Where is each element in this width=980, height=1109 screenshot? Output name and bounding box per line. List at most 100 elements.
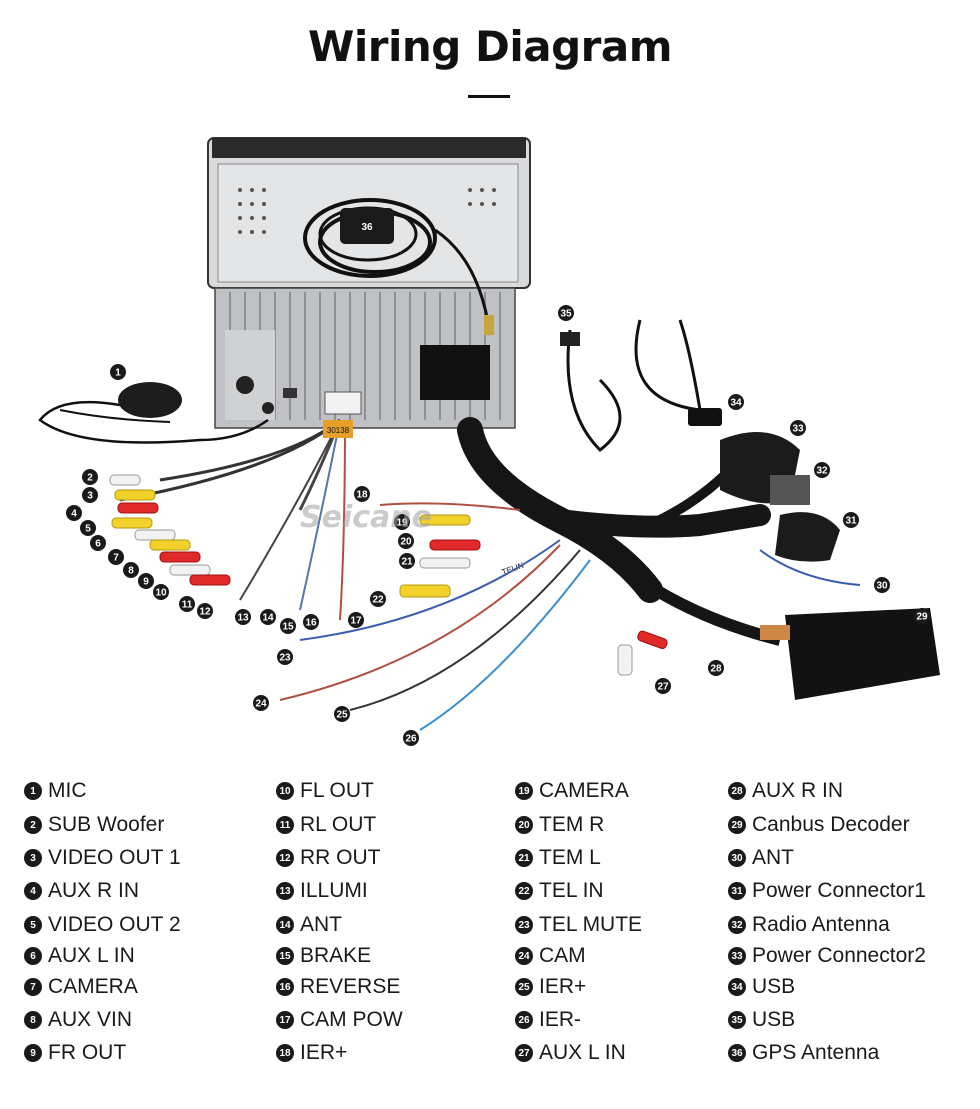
callout-marker [82,487,98,503]
legend-number: 2 [24,816,42,834]
callout-number: 22 [372,595,384,606]
legend-number: 10 [276,782,294,800]
callout-12: 12 [197,603,213,619]
callout-27: 27 [655,678,671,694]
legend-label: FL OUT [300,779,374,802]
callout-marker [235,609,251,625]
legend-label: AUX R IN [752,779,844,802]
legend-label: FR OUT [48,1041,127,1064]
mic [38,382,269,444]
legend-label: ILLUMI [300,879,368,902]
legend-label: AUX L IN [539,1041,626,1064]
callout-13: 13 [235,609,251,625]
callout-22: 22 [370,591,386,607]
callout-15: 15 [280,618,296,634]
head-unit [207,137,531,429]
callout-number: 21 [401,557,413,568]
legend-item: 28 AUX R IN [728,778,843,804]
legend-item: 10 FL OUT [276,778,374,804]
legend-number: 29 [728,816,746,834]
legend-label: USB [752,975,796,998]
callout-number: 33 [792,424,804,435]
usb-cables [560,319,722,452]
callout-marker [110,364,126,380]
legend-item: 27 AUX L IN [515,1040,626,1066]
legend-label: CAMERA [539,779,629,802]
callout-marker [403,730,419,746]
callout-17: 17 [348,612,364,628]
callout-number: 9 [143,577,149,588]
callout-marker [66,505,82,521]
callout-30: 30 [874,577,890,593]
callout-marker [334,706,350,722]
loose-wires [279,502,861,731]
callout-4: 4 [66,505,82,521]
callout-7: 7 [108,549,124,565]
callout-marker [814,462,830,478]
callout-35: 35 [558,305,574,321]
callout-marker [558,305,574,321]
page-title: Wiring Diagram [308,22,672,71]
callout-marker [370,591,386,607]
callout-marker [398,533,414,549]
callout-number: 10 [155,588,167,599]
callout-number: 25 [336,710,348,721]
gps-antenna: 36 [303,198,494,336]
legend-number: 31 [728,882,746,900]
callout-3: 3 [82,487,98,503]
legend-label: CAMERA [48,975,138,998]
callout-2: 2 [82,469,98,485]
legend-number: 25 [515,978,533,996]
callout-marker [138,573,154,589]
canbus-decoder [760,608,940,700]
callout-marker [260,609,276,625]
legend-label: TEL IN [539,879,604,902]
legend-number: 7 [24,978,42,996]
legend-label: TEM R [539,813,605,836]
callout-marker [253,695,269,711]
legend-number: 28 [728,782,746,800]
callout-34: 34 [728,394,744,410]
title-underline [468,95,510,98]
legend-number: 11 [276,816,294,834]
legend-number: 18 [276,1044,294,1062]
legend-label: Radio Antenna [752,913,890,936]
callout-number: 4 [71,509,77,520]
callout-number: 17 [350,616,362,627]
callout-number: 35 [560,309,572,320]
legend-number: 24 [515,947,533,965]
callout-number: 23 [279,653,291,664]
watermark: Seicane [300,500,432,535]
callout-marker [874,577,890,593]
legend-label: TEM L [539,846,601,869]
legend-number: 27 [515,1044,533,1062]
legend-number: 13 [276,882,294,900]
callout-number: 13 [237,613,249,624]
callout-29: 29 [914,608,930,624]
legend-label: ANT [300,913,342,936]
legend-number: 6 [24,947,42,965]
callout-number: 29 [916,612,928,623]
legend-label: Power Connector1 [752,879,926,902]
callout-marker [277,649,293,665]
callout-1: 1 [110,364,126,380]
legend-item: 29 Canbus Decoder [728,812,910,838]
legend-number: 5 [24,916,42,934]
legend-label: Canbus Decoder [752,813,910,836]
callout-number: 2 [87,473,93,484]
